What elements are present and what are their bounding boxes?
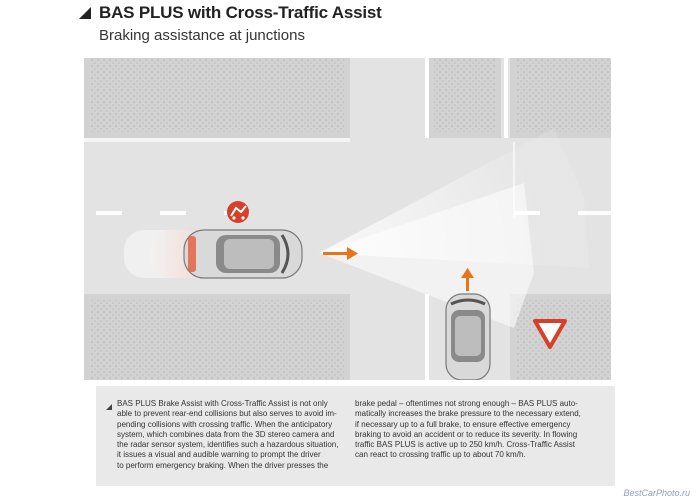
junction-scene [84,58,611,380]
page-title: BAS PLUS with Cross-Traffic Assist [79,3,382,23]
description-column-1: BAS PLUS Brake Assist with Cross-Traffic… [117,399,339,470]
page-subtitle: Braking assistance at junctions [99,27,305,44]
top-middle-block [429,58,501,138]
arrow-right-icon [323,247,358,260]
description-bullet-icon [106,404,112,410]
top-right-block [510,58,611,138]
description-column-2: brake pedal – oftentimes not strong enou… [355,399,581,460]
yield-sign-icon [533,319,567,349]
description-box: BAS PLUS Brake Assist with Cross-Traffic… [96,386,615,486]
arrow-up-icon [461,268,474,291]
top-left-block [84,58,350,142]
crossing-car [445,293,491,380]
bottom-right-block [510,294,611,380]
watermark: BestCarPhoto.ru [623,488,690,498]
bottom-left-block [84,294,350,380]
page-title-text: BAS PLUS with Cross-Traffic Assist [99,3,382,22]
camera-beam [319,183,534,328]
braking-car [183,229,303,279]
title-triangle-icon [79,7,91,19]
collision-warning-icon [227,201,249,223]
header: BAS PLUS with Cross-Traffic Assist Braki… [79,3,382,44]
